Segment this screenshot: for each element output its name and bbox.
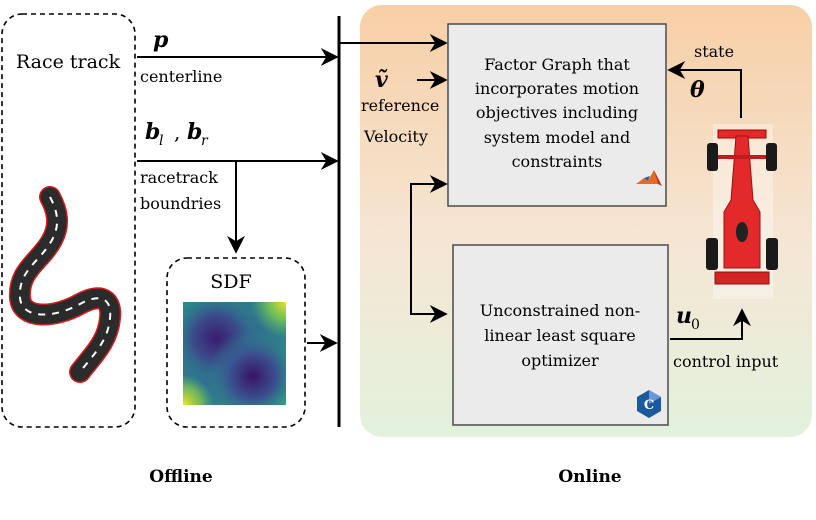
factor-graph-line-3: objectives including [476,103,638,122]
u-symbol: u [676,303,692,329]
velocity-label: Velocity [363,127,428,146]
state-arrow [667,61,742,118]
b-r-subscript: r [201,133,209,149]
u-subscript: 0 [691,317,700,333]
reference-label: reference [361,96,439,115]
optimizer-line-1: Unconstrained non- [480,301,640,320]
svg-text:C: C [644,398,654,413]
race-car-icon [706,124,778,299]
p-symbol: p [153,27,169,53]
theta-symbol: θ [690,77,705,103]
optimizer-line-3: optimizer [521,351,599,370]
centerline-label: centerline [140,67,222,86]
race-track-box [1,13,136,428]
control-input-label: control input [673,352,779,371]
optimizer-line-2: linear least square [484,326,636,345]
b-r-symbol: b [187,119,202,145]
online-section-label: Online [558,467,621,487]
matlab-logo-icon [636,170,662,186]
control-input-arrow [670,308,751,340]
factor-graph-line-1: Factor Graph that [484,55,630,74]
state-label: state [694,42,734,61]
factor-graph-line-5: constraints [512,152,603,171]
b-l-symbol: b [145,119,160,145]
race-track-icon [8,186,122,383]
factor-graph-line-4: system model and [484,128,630,147]
b-l-subscript: l [159,133,163,149]
race-track-title: Race track [16,51,121,73]
boundries-label: boundries [140,194,221,213]
racetrack-label: racetrack [140,168,218,187]
optimizer-box [452,244,669,426]
factor-graph-line-2: incorporates motion [475,79,639,98]
offline-section-label: Offline [149,467,213,487]
cpp-logo-icon: C [637,390,661,418]
sdf-heatmap-icon [183,302,286,405]
sdf-title: SDF [210,271,251,293]
factor-optimizer-link [410,175,448,323]
v-tilde-symbol: ṽ [375,67,388,93]
factor-graph-box [447,23,667,207]
b-separator: , [174,120,180,144]
